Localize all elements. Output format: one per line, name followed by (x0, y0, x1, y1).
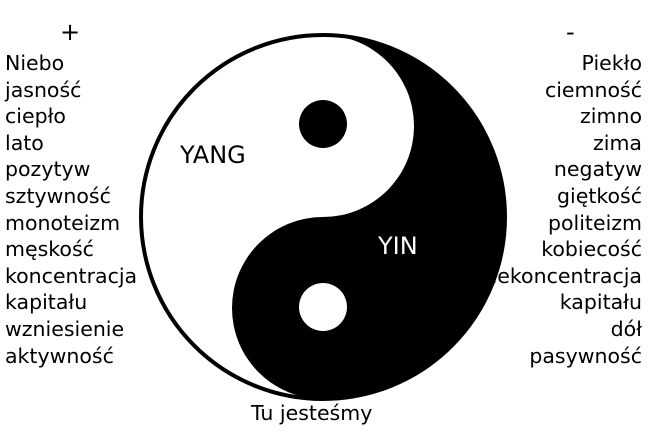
yang-label: YANG (180, 141, 246, 169)
list-item: wzniesienie (5, 316, 125, 341)
yang-attributes-list: Niebo jasność ciepło lato pozytyw sztywn… (5, 50, 137, 369)
list-item: pasywność (529, 343, 642, 368)
plus-sign: + (60, 18, 81, 46)
list-item: politeizm (547, 210, 642, 235)
list-item: Piekło (581, 51, 642, 75)
list-item: giętkość (557, 183, 642, 208)
list-item: sztywność (5, 183, 111, 208)
minus-sign: - (566, 18, 575, 46)
list-item: monoteizm (5, 210, 121, 235)
list-item: dekoncentracja (484, 263, 642, 288)
list-item: Niebo (5, 51, 65, 75)
list-item: koncentracja (5, 263, 138, 288)
list-item: zima (593, 130, 642, 155)
yin-attributes-list: Piekło ciemność zimno zima negatyw giętk… (484, 50, 642, 369)
list-item: ciepło (5, 104, 66, 129)
list-item: aktywność (5, 343, 114, 368)
bottom-caption: Tu jesteśmy (251, 401, 373, 425)
yang-dot (299, 283, 347, 331)
list-item: pozytyw (5, 157, 91, 182)
list-item: kobiecość (541, 237, 642, 262)
yin-label: YIN (378, 232, 418, 260)
list-item: jasność (5, 77, 82, 102)
list-item: męskość (5, 237, 94, 262)
yin-dot (299, 100, 347, 148)
list-item: dół (610, 316, 642, 341)
list-item: kapitału (559, 290, 642, 315)
list-item: kapitału (5, 290, 88, 315)
list-item: lato (5, 130, 44, 155)
list-item: zimno (580, 104, 642, 129)
list-item: negatyw (553, 157, 642, 182)
list-item: ciemność (544, 77, 642, 102)
